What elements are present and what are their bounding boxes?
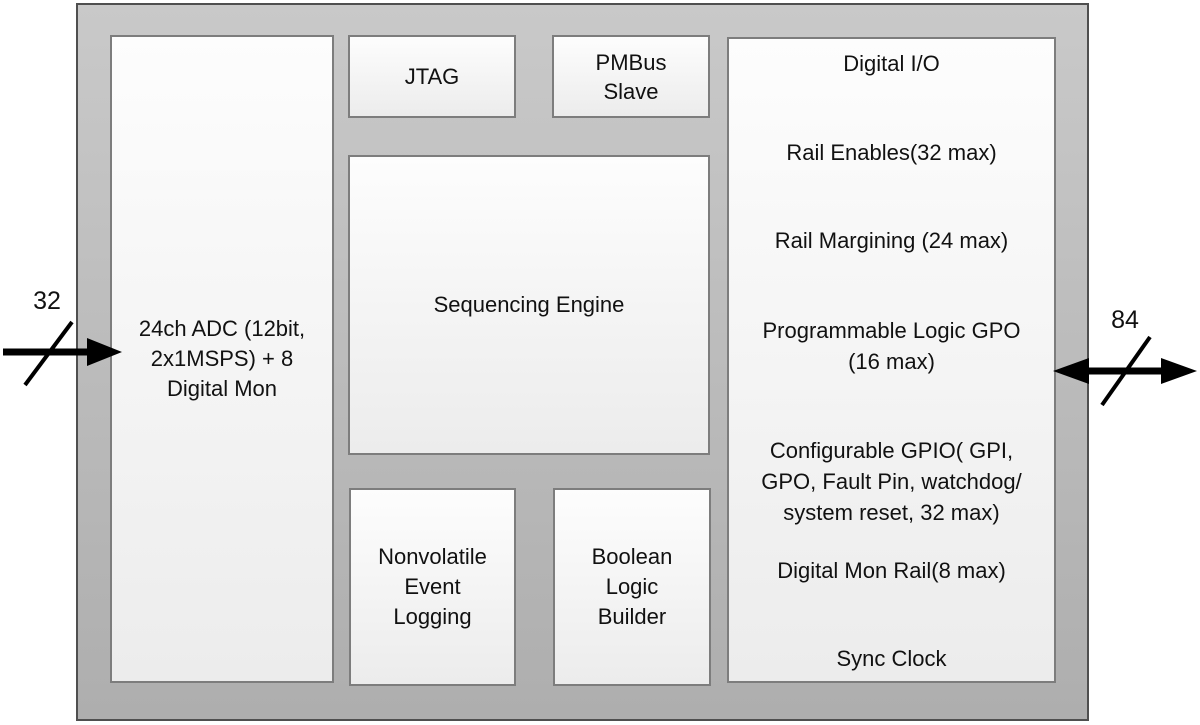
block-sequencing-engine: Sequencing Engine <box>348 155 710 455</box>
digital-io-rail-margining: Rail Margining (24 max) <box>774 228 1009 253</box>
block-boolean-logic-builder-label: Boolean Logic Builder <box>591 544 673 629</box>
block-sequencing-engine-label: Sequencing Engine <box>433 292 625 317</box>
digital-io-sync-clock: Sync Clock <box>836 646 947 671</box>
block-nonvolatile-event-logging: Nonvolatile Event Logging <box>349 488 516 686</box>
right-bus-width-label: 84 <box>1111 306 1139 334</box>
digital-io-rail-enables: Rail Enables(32 max) <box>786 140 997 165</box>
block-adc-label: 24ch ADC (12bit, 2x1MSPS) + 8 Digital Mo… <box>138 316 306 401</box>
block-boolean-logic-builder: Boolean Logic Builder <box>553 488 711 686</box>
block-jtag-label: JTAG <box>404 63 460 89</box>
block-adc: 24ch ADC (12bit, 2x1MSPS) + 8 Digital Mo… <box>110 35 334 683</box>
digital-io-digital-mon-rail: Digital Mon Rail(8 max) <box>777 558 1006 583</box>
block-digital-io: Digital I/O Rail Enables(32 max) Rail Ma… <box>727 37 1056 683</box>
digital-io-programmable-gpo: Programmable Logic GPO (16 max) <box>762 318 1021 374</box>
left-bus-width-label: 32 <box>33 287 61 315</box>
digital-io-configurable-gpio: Configurable GPIO( GPI, GPO, Fault Pin, … <box>761 438 1022 525</box>
block-nonvolatile-event-logging-label: Nonvolatile Event Logging <box>378 544 487 629</box>
left-bus-arrow-icon <box>3 320 122 387</box>
digital-io-title: Digital I/O <box>843 51 940 76</box>
block-pmbus-slave: PMBus Slave <box>552 35 710 118</box>
block-pmbus-slave-label: PMBus Slave <box>595 49 667 104</box>
block-jtag: JTAG <box>348 35 516 118</box>
right-bus-arrow-icon <box>1053 335 1197 407</box>
